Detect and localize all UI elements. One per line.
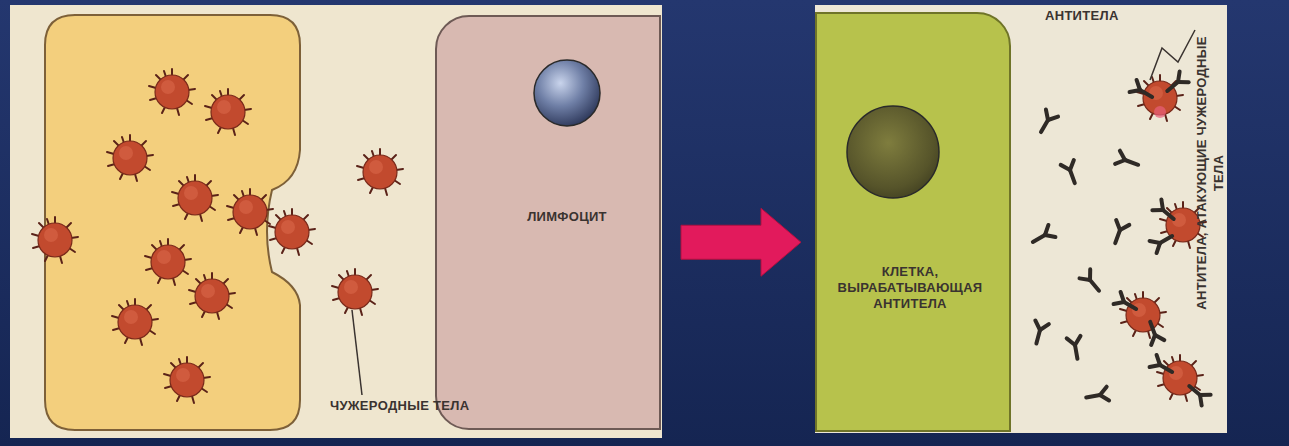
cell-nucleus [437,17,663,432]
cell-label: КЛЕТКА, ВЫРАБАТЫВАЮЩАЯ АНТИТЕЛА [825,264,995,312]
foreign-bodies [32,69,403,403]
antibodies [1029,110,1140,405]
leader-line [352,310,362,395]
nucleus [534,60,600,126]
annotation-label: ЧУЖЕРОДНЫЕ ТЕЛА [330,398,470,414]
antibody-cell: КЛЕТКА, ВЫРАБАТЫВАЮЩАЯ АНТИТЕЛА [815,12,1011,432]
phagocyte-cell [45,15,300,430]
nucleus [847,106,939,198]
cell-label: ЛИМФОЦИТ [497,209,637,225]
vertical-label: АНТИТЕЛА, АТАКУЮЩИЕ ЧУЖЕРОДНЫЕ ТЕЛА [1193,23,1227,323]
annotation-label: АНТИТЕЛА [1045,8,1135,24]
lymphocyte-cell: ЛИМФОЦИТ [435,15,661,430]
transition-arrow [681,208,801,276]
cell-nucleus [817,14,1013,434]
leader-line [1150,30,1195,80]
